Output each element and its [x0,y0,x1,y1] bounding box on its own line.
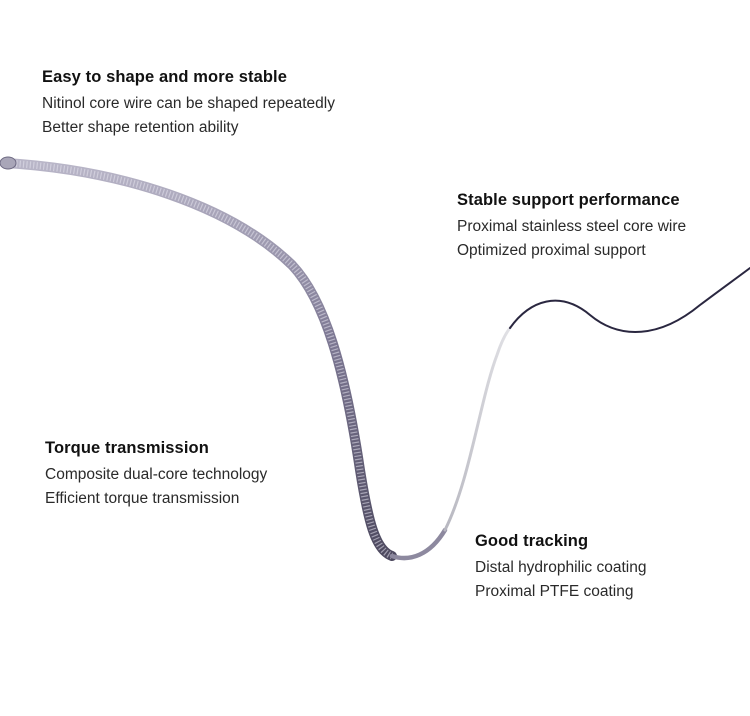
feature-line: Distal hydrophilic coating [475,559,647,576]
feature-line: Proximal stainless steel core wire [457,218,687,235]
feature-line: Composite dual-core technology [45,466,268,483]
feature-shaping: Easy to shape and more stable Nitinol co… [42,66,335,140]
feature-title: Stable support performance [457,191,680,209]
proximal-wire [509,267,750,333]
feature-title: Torque transmission [45,439,209,457]
feature-line: Efficient torque transmission [45,490,240,507]
bend-segment [389,527,448,561]
feature-tracking: Good tracking Distal hydrophilic coating… [475,530,646,604]
wire-tip [0,156,17,170]
hydrophilic-section [443,326,512,532]
feature-support: Stable support performance Proximal stai… [457,189,686,263]
feature-line: Nitinol core wire can be shaped repeated… [42,95,335,112]
feature-title: Good tracking [475,532,589,550]
feature-line: Proximal PTFE coating [475,583,634,600]
coil-winding [5,159,394,560]
feature-line: Better shape retention ability [42,119,239,136]
feature-line: Optimized proximal support [457,242,646,259]
feature-title: Easy to shape and more stable [42,68,287,86]
feature-torque: Torque transmission Composite dual-core … [45,437,267,511]
